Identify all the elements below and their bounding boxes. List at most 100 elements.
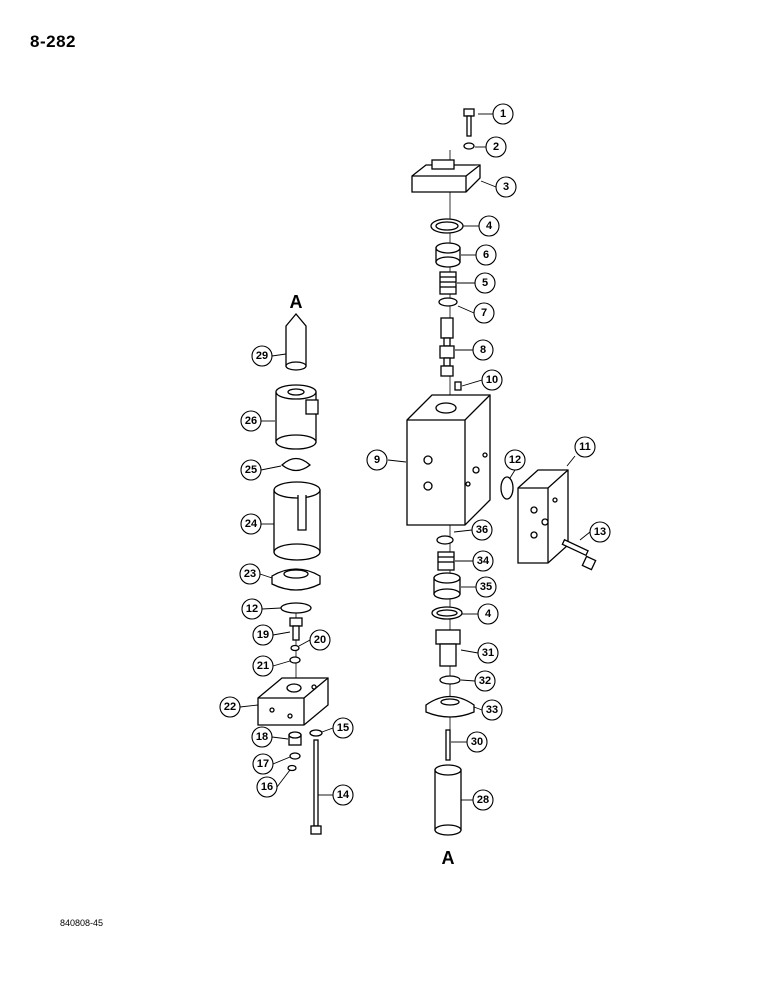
part-plug [454,381,462,391]
callout-number: 15 [337,722,349,734]
callout-number: 24 [245,518,258,530]
part-side-plate [517,469,569,564]
callout-circle [475,576,497,598]
part-spring-lower [437,551,455,571]
callout-circle [481,699,503,721]
callout-number: 25 [245,464,257,476]
part-rod [434,764,462,836]
callout-8: 8 [472,339,494,361]
callout-circle [473,302,495,324]
part-cover-plate [411,159,481,193]
callout-35: 35 [475,576,497,598]
part-nut [271,568,321,591]
callout-34: 34 [472,550,494,572]
callout-circle [485,136,507,158]
callout-number: 18 [256,731,268,743]
callout-circle [240,410,262,432]
callout-7: 7 [473,302,495,324]
callout-circle [239,563,261,585]
callout-number: 30 [471,736,483,748]
callout-circle [252,624,274,646]
callout-number: 12 [509,454,521,466]
part-washer [463,142,475,150]
part-pin [445,729,451,761]
callout-circle [477,642,499,664]
callout-circle [472,789,494,811]
part-spring-seat [438,297,458,307]
part-tube [273,481,321,561]
callout-number: 21 [257,660,269,672]
callout-18: 18 [251,726,273,748]
part-bolt-washer [309,729,323,737]
callout-3: 3 [495,176,517,198]
part-seal-ring-upper-inner [435,221,459,231]
callout-circle [251,726,273,748]
callout-number: 23 [244,568,256,580]
callout-5: 5 [474,272,496,294]
part-lower-cap [433,572,461,600]
part-long-bolt [310,739,322,835]
part-small-seal [290,644,300,652]
callout-number: 12 [246,603,258,615]
part-solenoid-coil [275,384,319,450]
callout-circle [466,731,488,753]
callout-number: 34 [477,555,490,567]
callout-22: 22 [219,696,241,718]
callout-number: 13 [594,526,606,538]
callout-number: 26 [245,415,257,427]
callout-number: 33 [486,704,498,716]
callout-16: 16 [256,776,278,798]
callout-6: 6 [475,244,497,266]
callout-number: 9 [374,454,380,466]
callout-circle [332,784,354,806]
callout-23: 23 [239,563,261,585]
callout-20: 20 [309,629,331,651]
callout-4: 4 [477,603,499,625]
part-o-ring-fitting [439,675,461,685]
callout-24: 24 [240,513,262,535]
callout-circle [240,459,262,481]
callout-circle [474,272,496,294]
callout-11: 11 [574,436,596,458]
callout-circle [478,215,500,237]
callout-15: 15 [332,717,354,739]
callout-number: 17 [257,758,269,770]
callout-circle [574,436,596,458]
callout-12: 12 [241,598,263,620]
callout-number: 19 [257,629,269,641]
callout-circle [475,244,497,266]
part-o-ring-right [500,476,514,500]
callout-4: 4 [478,215,500,237]
part-spring-cap [435,242,461,268]
page-number: 8-282 [30,32,76,51]
callout-number: 6 [483,249,489,261]
callout-33: 33 [481,699,503,721]
callout-32: 32 [474,670,496,692]
callout-circle [492,103,514,125]
callout-circle [309,629,331,651]
reference-letter-bottom: A [442,848,455,868]
callout-26: 26 [240,410,262,432]
part-spool [439,317,455,377]
callout-number: 4 [485,608,492,620]
part-bolt [463,108,475,137]
part-check-ball [287,764,297,772]
callout-circle [251,345,273,367]
callout-number: 14 [337,789,350,801]
callout-21: 21 [252,655,274,677]
callout-number: 36 [476,524,488,536]
callout-9: 9 [366,449,388,471]
part-check-cap [288,731,302,746]
callout-28: 28 [472,789,494,811]
callout-36: 36 [471,519,493,541]
callout-circle [472,550,494,572]
part-cap-screw [561,538,597,571]
callout-circle [477,603,499,625]
callout-number: 22 [224,701,236,713]
callout-circle [471,519,493,541]
callout-circle [332,717,354,739]
callout-circle [219,696,241,718]
callout-circle [252,753,274,775]
